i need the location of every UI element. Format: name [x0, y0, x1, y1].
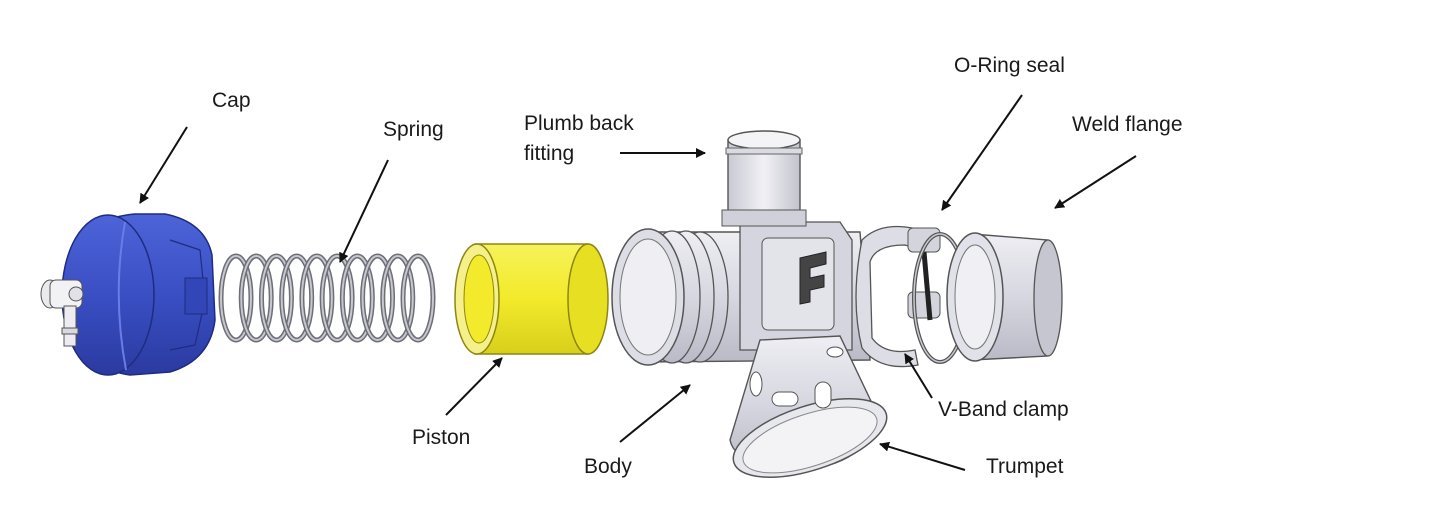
cap-arrow — [139, 126, 188, 204]
spring-coil — [321, 255, 354, 341]
body-part — [611, 130, 888, 478]
spring-coil — [341, 255, 374, 341]
v-band-label: V-Band clamp — [938, 398, 1069, 421]
body-arrow — [619, 384, 691, 443]
cap-part — [40, 213, 216, 376]
spring-coil — [260, 255, 293, 341]
spring-coil — [300, 255, 333, 341]
plumb-back-label-line1: Plumb back — [524, 112, 634, 135]
piston-part — [454, 243, 609, 355]
piston-arrow — [445, 357, 503, 416]
spring-coil — [361, 255, 394, 341]
spring-coil — [381, 255, 414, 341]
weld-flange-part — [946, 232, 1063, 362]
spring-coil — [280, 255, 313, 341]
spring-label: Spring — [383, 118, 444, 141]
piston-label: Piston — [412, 426, 471, 449]
spring-part — [218, 253, 436, 343]
spring-coil — [220, 255, 252, 341]
spring-coil — [240, 255, 273, 341]
spring-coil — [402, 255, 434, 341]
trumpet-arrow — [879, 441, 966, 471]
v-band-arrow — [904, 353, 933, 399]
weld-flange-label: Weld flange — [1072, 113, 1183, 136]
o-ring-label: O-Ring seal — [954, 54, 1065, 77]
v-band-clamp-part — [855, 225, 941, 368]
brand-logo-icon — [799, 251, 827, 305]
o-ring-arrow — [941, 94, 1023, 211]
trumpet-label: Trumpet — [986, 455, 1064, 478]
cap-label: Cap — [212, 89, 251, 112]
plumb-back-label-line2: fitting — [524, 142, 575, 165]
body-label: Body — [584, 455, 632, 478]
callout-arrows — [139, 94, 1137, 471]
spring-arrow — [339, 159, 389, 263]
weld-flange-arrow — [1054, 155, 1137, 209]
